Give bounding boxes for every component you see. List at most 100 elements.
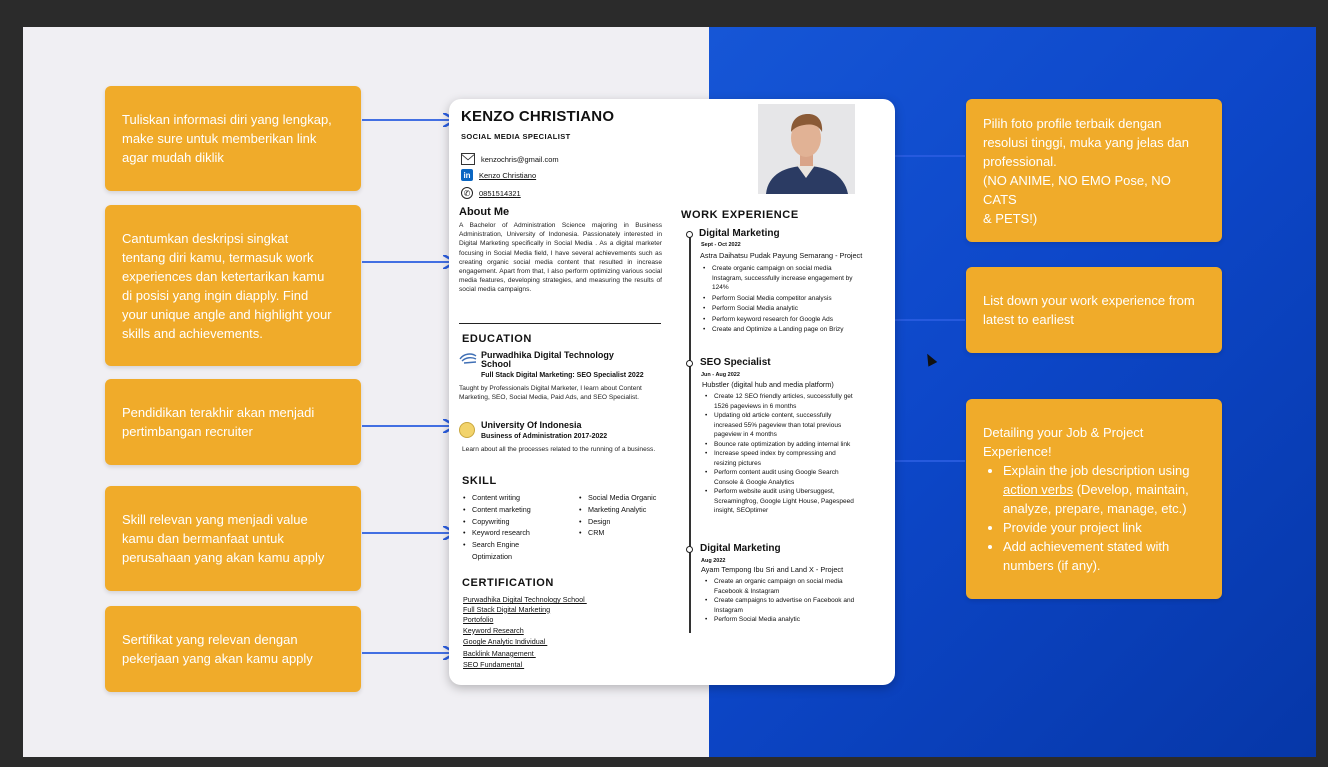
divider bbox=[459, 323, 661, 324]
contact-phone: ✆ 0851514321 bbox=[461, 187, 521, 199]
job-bullet: Increase speed index by compressing and … bbox=[703, 449, 854, 468]
cert-link[interactable]: SEO Fundamental bbox=[463, 660, 525, 670]
action-verbs-link: action verbs bbox=[1003, 482, 1074, 497]
edu2-school: University Of Indonesia bbox=[481, 420, 582, 430]
about-text: A Bachelor of Administration Science maj… bbox=[459, 222, 662, 294]
left-card-skill: Skill relevan yang menjadi value kamu da… bbox=[105, 486, 361, 591]
skill-title: SKILL bbox=[462, 475, 497, 487]
bullet-item: Provide your project link bbox=[1003, 518, 1205, 537]
right-card-photo: Pilih foto profile terbaik dengan resolu… bbox=[966, 99, 1222, 242]
resume-role: SOCIAL MEDIA SPECIALIST bbox=[461, 132, 571, 141]
skill-item: Copywriting bbox=[463, 516, 531, 528]
job-bullet: Create and Optimize a Landing page on Br… bbox=[701, 325, 853, 335]
edu2-program: Business of Administration 2017-2022 bbox=[481, 433, 608, 440]
timeline-dot bbox=[686, 546, 693, 553]
cert-link[interactable]: Google Analytic Individual bbox=[463, 637, 548, 647]
cert-link[interactable]: Purwadhika Digital Technology School bbox=[463, 595, 587, 604]
timeline bbox=[689, 235, 691, 633]
skill-item: Content marketing bbox=[463, 504, 531, 516]
job3-date: Aug 2022 bbox=[701, 558, 726, 564]
timeline-dot bbox=[686, 231, 693, 238]
job-bullet: Create 12 SEO friendly articles, success… bbox=[703, 392, 854, 411]
skill-item-cont: Optimization bbox=[472, 551, 512, 561]
left-card-text: Cantumkan deskripsi singkat tentang diri… bbox=[122, 230, 332, 341]
phone-text: 0851514321 bbox=[479, 188, 521, 198]
left-card-education: Pendidikan terakhir akan menjadi pertimb… bbox=[105, 379, 361, 465]
resume-name: KENZO CHRISTIANO bbox=[461, 108, 615, 125]
job-bullet: Perform content audit using Google Searc… bbox=[703, 468, 854, 487]
edu1-desc: Taught by Professionals Digital Marketer… bbox=[459, 385, 642, 402]
left-card-text: Tuliskan informasi diri yang lengkap, ma… bbox=[122, 112, 332, 165]
edu1-program: Full Stack Digital Marketing: SEO Specia… bbox=[481, 372, 644, 379]
left-card-certification: Sertifikat yang relevan dengan pekerjaan… bbox=[105, 606, 361, 692]
job3-bullets: Create an organic campaign on social med… bbox=[703, 577, 854, 625]
ui-logo bbox=[459, 422, 475, 438]
right-card-text: Pilih foto profile terbaik dengan resolu… bbox=[983, 115, 1189, 226]
about-title: About Me bbox=[459, 206, 510, 218]
job-bullet: Updating old article content, successful… bbox=[703, 411, 854, 440]
skill-item: Search Engine bbox=[463, 539, 531, 551]
purwadhika-logo bbox=[458, 352, 478, 371]
right-card-intro: Detailing your Job & Project Experience! bbox=[983, 425, 1144, 459]
skill-item: CRM bbox=[579, 527, 656, 539]
edu2-desc: Learn about all the processes related to… bbox=[462, 446, 656, 453]
contact-linkedin[interactable]: in Kenzo Christiano bbox=[461, 169, 536, 181]
left-card-text: Skill relevan yang menjadi value kamu da… bbox=[122, 512, 325, 565]
phone-icon: ✆ bbox=[461, 187, 473, 199]
resume-document: KENZO CHRISTIANO SOCIAL MEDIA SPECIALIST… bbox=[449, 99, 895, 685]
job-bullet: Bounce rate optimization by adding inter… bbox=[703, 440, 854, 450]
skill-item: Keyword research bbox=[463, 527, 531, 539]
right-card-work: List down your work experience from late… bbox=[966, 267, 1222, 353]
job3-title: Digital Marketing bbox=[700, 543, 781, 554]
left-card-text: Sertifikat yang relevan dengan pekerjaan… bbox=[122, 632, 313, 666]
bullet-item: Explain the job description using action… bbox=[1003, 461, 1205, 518]
right-card-bullets: Explain the job description using action… bbox=[983, 461, 1205, 575]
right-card-detail: Detailing your Job & Project Experience!… bbox=[966, 399, 1222, 599]
linkedin-icon: in bbox=[461, 169, 473, 181]
left-card-personal-info: Tuliskan informasi diri yang lengkap, ma… bbox=[105, 86, 361, 191]
certification-title: CERTIFICATION bbox=[462, 577, 554, 589]
email-text: kenzochris@gmail.com bbox=[481, 154, 559, 164]
job2-title: SEO Specialist bbox=[700, 357, 771, 368]
skill-item: Social Media Organic bbox=[579, 492, 656, 504]
job2-company: Hubstler (digital hub and media platform… bbox=[702, 380, 834, 389]
left-card-about: Cantumkan deskripsi singkat tentang diri… bbox=[105, 205, 361, 366]
bullet-text: (Develop, maintain, analyze, prepare, ma… bbox=[1003, 482, 1189, 516]
job3-company: Ayam Tempong Ibu Sri and Land X - Projec… bbox=[701, 565, 844, 574]
edu1-school: Purwadhika Digital Technology School bbox=[481, 350, 614, 369]
job1-bullets: Create organic campaign on social media … bbox=[701, 264, 853, 335]
right-card-text: List down your work experience from late… bbox=[983, 293, 1195, 327]
education-title: EDUCATION bbox=[462, 333, 532, 345]
bullet-text: Explain the job description using bbox=[1003, 463, 1190, 478]
job1-title: Digital Marketing bbox=[699, 228, 780, 239]
linkedin-link[interactable]: Kenzo Christiano bbox=[479, 170, 537, 180]
cert-link[interactable]: Portofolio bbox=[463, 614, 494, 624]
skill-item: Content writing bbox=[463, 492, 531, 504]
job-bullet: Create organic campaign on social media … bbox=[701, 264, 853, 293]
skills-col1: Content writing Content marketing Copywr… bbox=[463, 492, 531, 563]
skills-col2: Social Media Organic Marketing Analytic … bbox=[579, 492, 656, 539]
left-card-text: Pendidikan terakhir akan menjadi pertimb… bbox=[122, 405, 315, 439]
cert-list: Purwadhika Digital Technology School Ful… bbox=[463, 594, 587, 671]
job2-bullets: Create 12 SEO friendly articles, success… bbox=[703, 392, 854, 516]
job2-date: Jun - Aug 2022 bbox=[701, 372, 740, 378]
job1-company: Astra Daihatsu Pudak Payung Semarang - P… bbox=[700, 251, 863, 260]
job-bullet: Perform keyword research for Google Ads bbox=[701, 315, 853, 325]
contact-email: kenzochris@gmail.com bbox=[461, 153, 559, 165]
profile-photo bbox=[758, 104, 855, 194]
mail-icon bbox=[461, 153, 475, 165]
cert-link[interactable]: Full Stack Digital Marketing bbox=[463, 604, 551, 614]
bullet-item: Add achievement stated with numbers (if … bbox=[1003, 537, 1205, 575]
job-bullet: Perform Social Media analytic bbox=[703, 615, 854, 625]
job-bullet: Create campaigns to advertise on Faceboo… bbox=[703, 596, 854, 615]
job-bullet: Perform website audit using Ubersuggest,… bbox=[703, 487, 854, 516]
cert-link[interactable]: Backlink Management bbox=[463, 648, 536, 658]
job1-date: Sept - Oct 2022 bbox=[701, 242, 741, 248]
skill-item: Marketing Analytic bbox=[579, 504, 656, 516]
cert-link[interactable]: Keyword Research bbox=[463, 625, 524, 635]
work-title: WORK EXPERIENCE bbox=[681, 209, 799, 221]
job-bullet: Perform Social Media competitor analysis bbox=[701, 294, 853, 304]
skill-item: Design bbox=[579, 516, 656, 528]
job-bullet: Create an organic campaign on social med… bbox=[703, 577, 854, 596]
